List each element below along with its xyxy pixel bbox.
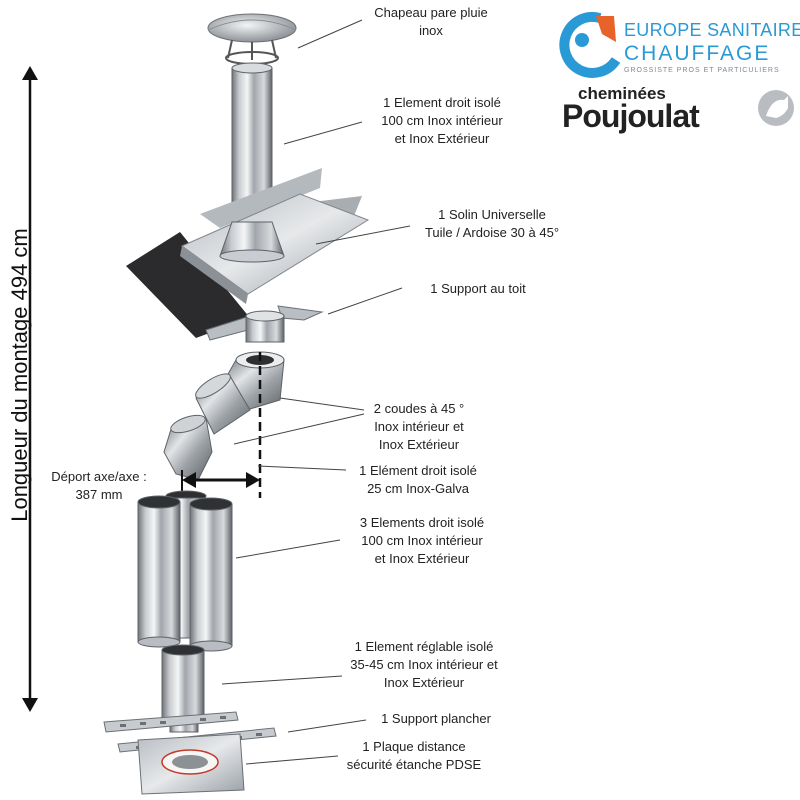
label-short-element: 1 Elément droit isolé 25 cm Inox-Galva bbox=[359, 463, 477, 496]
brand-es-line1: EUROPE SANITAIRE bbox=[624, 20, 800, 40]
adjustable-element bbox=[161, 644, 205, 733]
europe-sanitaire-logo: EUROPE SANITAIRE CHAUFFAGE GROSSISTE PRO… bbox=[556, 14, 800, 80]
poujoulat-logo: cheminées Poujoulat bbox=[560, 84, 800, 136]
three-straight-elements bbox=[137, 490, 233, 652]
label-roof-support: 1 Support au toit bbox=[430, 281, 526, 296]
roof-support bbox=[205, 305, 324, 343]
lower-elbow bbox=[163, 414, 213, 481]
roof-flashing bbox=[126, 168, 370, 338]
brand-poujoulat-line2: Poujoulat bbox=[562, 98, 700, 134]
label-top-element: 1 Element droit isolé 100 cm Inox intéri… bbox=[381, 95, 503, 146]
label-distance-plate: 1 Plaque distance sécurité étanche PDSE bbox=[346, 739, 482, 772]
poujoulat-logo-icon bbox=[758, 90, 794, 126]
brand-es-line2: CHAUFFAGE bbox=[624, 42, 771, 65]
length-dimension-arrow bbox=[22, 66, 38, 712]
label-rain-cap: Chapeau pare pluie inox bbox=[374, 5, 488, 38]
rain-cap bbox=[207, 13, 297, 65]
length-label: Longueur du montage 494 cm bbox=[7, 228, 32, 522]
leader-lines bbox=[221, 19, 411, 765]
label-floor-support: 1 Support plancher bbox=[381, 711, 491, 726]
short-straight-element bbox=[195, 373, 251, 435]
label-offset: Déport axe/axe : 387 mm bbox=[51, 469, 147, 502]
brand-es-line3: GROSSISTE PROS ET PARTICULIERS bbox=[624, 67, 780, 74]
label-three-elements: 3 Elements droit isolé 100 cm Inox intér… bbox=[359, 515, 485, 566]
distance-plate bbox=[137, 733, 245, 795]
label-elbows: 2 coudes à 45 ° Inox intérieur et Inox E… bbox=[373, 401, 465, 452]
label-adjustable-element: 1 Element réglable isolé 35-45 cm Inox i… bbox=[350, 639, 498, 690]
brand-poujoulat-line1: cheminées bbox=[578, 84, 666, 103]
europe-sanitaire-logo-icon bbox=[559, 11, 621, 78]
label-roof-flashing: 1 Solin Universelle Tuile / Ardoise 30 à… bbox=[424, 207, 560, 240]
